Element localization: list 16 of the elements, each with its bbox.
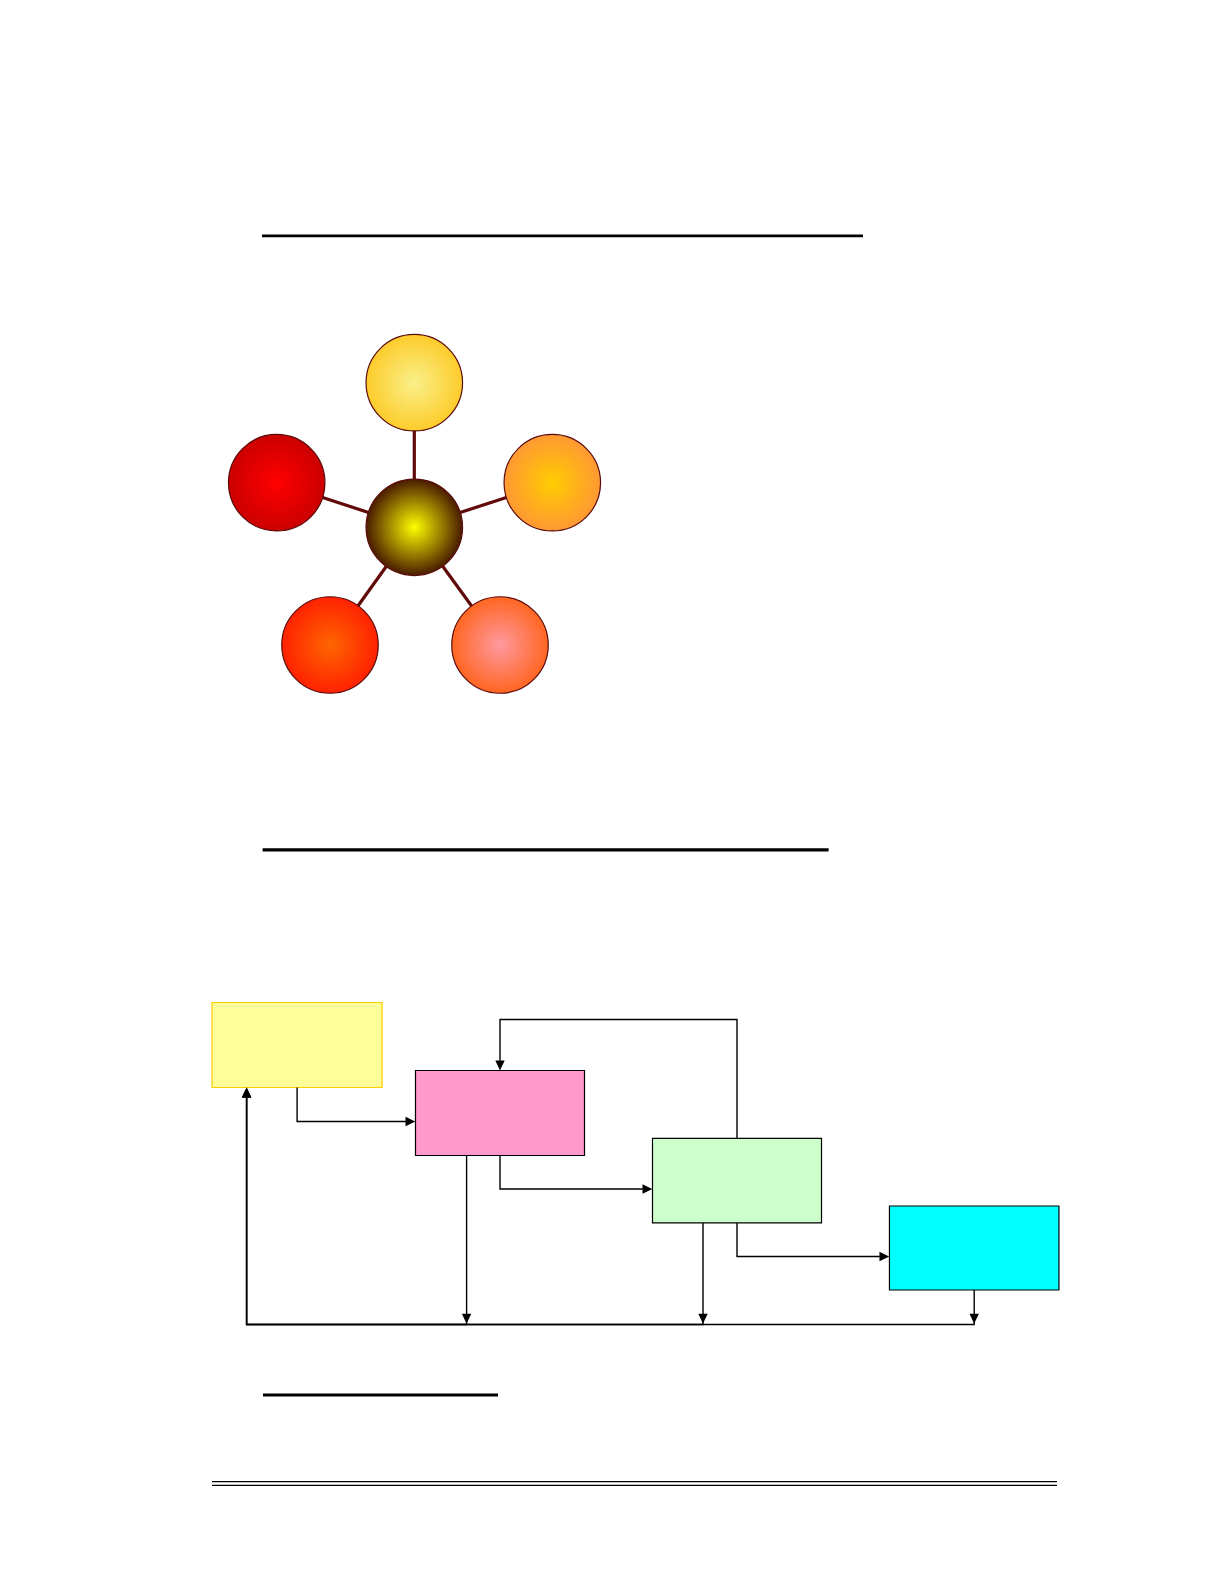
- connector-line: [322, 496, 369, 514]
- hub-circle: [365, 478, 464, 577]
- circle: [227, 433, 326, 532]
- connector-line: [412, 430, 416, 480]
- process-box: [211, 1001, 383, 1089]
- connector-line: [441, 565, 473, 607]
- circle: [451, 596, 549, 694]
- circle: [503, 433, 602, 532]
- process-box: [414, 1069, 586, 1157]
- arrow: [495, 1018, 738, 1140]
- process-box: [651, 1137, 823, 1224]
- connector-line: [459, 496, 507, 514]
- process-box: [888, 1205, 1060, 1291]
- circle: [281, 596, 379, 694]
- connector-line: [356, 565, 388, 607]
- circle: [365, 333, 464, 432]
